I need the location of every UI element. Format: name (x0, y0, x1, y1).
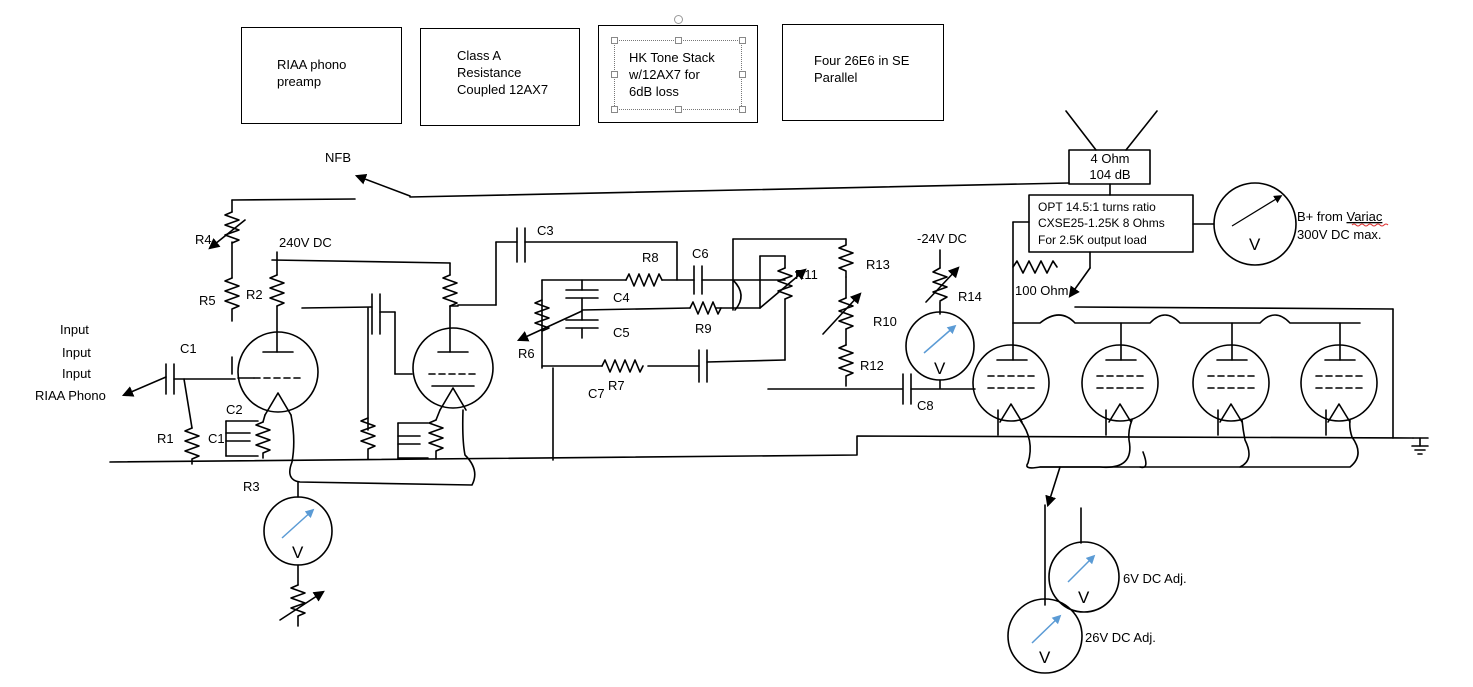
meter-v-label: V (1078, 588, 1090, 607)
nfb-wire (409, 182, 1070, 198)
resize-handle[interactable] (739, 106, 746, 113)
resistor-r1 (184, 427, 200, 465)
output-tube-4 (1300, 344, 1378, 423)
preamp-tube-2 (412, 327, 494, 411)
bplus-line1: B+ from Variac (1297, 209, 1383, 224)
label-neg24v: -24V DC (917, 231, 967, 246)
heater-voltmeter-26v: V (1007, 598, 1083, 674)
meter-v-label: V (1249, 235, 1261, 254)
class-a-block: Class A Resistance Coupled 12AX7 (420, 28, 580, 126)
label-input-3: Input (62, 366, 91, 381)
label-c7: C7 (588, 386, 605, 401)
preamp-tube-1 (237, 331, 319, 416)
label-r1: R1 (157, 431, 174, 446)
riaa-block-label: RIAA phono preamp (277, 57, 347, 89)
resistor-r5 (224, 277, 240, 322)
label-c6: C6 (692, 246, 709, 261)
bias-voltmeter: V (905, 311, 975, 381)
output-transformer: OPT 14.5:1 turns ratio CXSE25-1.25K 8 Oh… (1028, 194, 1194, 253)
resize-handle[interactable] (611, 106, 618, 113)
resistor-r13 (838, 238, 854, 278)
resistor-cathode-2 (428, 419, 444, 460)
resistor-r8 (625, 273, 663, 287)
output-tube-1 (972, 344, 1050, 423)
rotate-handle-icon[interactable] (674, 15, 683, 24)
nfb-arrow-icon (354, 173, 411, 197)
heater-voltmeter-6v: V (1048, 541, 1120, 613)
label-r2: R2 (246, 287, 263, 302)
resistor-cathode-1 (255, 421, 271, 459)
resistor-r2 (269, 274, 285, 307)
resistor-r10 (838, 297, 854, 330)
resistor-r7 (601, 359, 644, 373)
opt-line1: OPT 14.5:1 turns ratio (1038, 200, 1156, 214)
output-tube-3 (1192, 344, 1270, 423)
meter-v-label: V (292, 543, 304, 562)
label-26v-adj: 26V DC Adj. (1085, 630, 1156, 645)
resistor-r4 (224, 211, 240, 244)
label-240v: 240V DC (279, 235, 332, 250)
label-c1: C1 (180, 341, 197, 356)
output-tube-2 (1081, 344, 1159, 423)
opt-line2: CXSE25-1.25K 8 Ohms (1038, 216, 1165, 230)
label-100ohm: 100 Ohm (1015, 283, 1068, 298)
label-r11: R11 (795, 267, 818, 282)
class-a-block-label: Class A Resistance Coupled 12AX7 (457, 48, 549, 97)
resize-handle[interactable] (675, 37, 682, 44)
label-r7: R7 (608, 378, 625, 393)
resize-handle[interactable] (739, 71, 746, 78)
resistor-100ohm (1012, 260, 1058, 274)
speaker-icon: 4 Ohm 104 dB (1065, 110, 1158, 196)
tone-stack-label: HK Tone Stack w/12AX7 for 6dB loss (629, 50, 715, 99)
label-input-1: Input (60, 322, 89, 337)
resistor-grid-2 (360, 417, 376, 460)
output-block: Four 26E6 in SE Parallel (782, 24, 944, 121)
label-c2: C2 (226, 402, 243, 417)
resistor-r11 (777, 267, 793, 300)
label-r9: R9 (695, 321, 712, 336)
label-input-2: Input (62, 345, 91, 360)
resistor-r14 (932, 267, 948, 302)
label-c8: C8 (917, 398, 934, 413)
tone-stack-block: HK Tone Stack w/12AX7 for 6dB loss (598, 25, 758, 123)
label-r6: R6 (518, 346, 535, 361)
label-r3: R3 (243, 479, 260, 494)
resize-handle[interactable] (739, 37, 746, 44)
label-r12: R12 (860, 358, 884, 373)
output-block-label: Four 26E6 in SE Parallel (814, 53, 910, 85)
opt-line3: For 2.5K output load (1038, 233, 1147, 247)
resize-handle[interactable] (611, 71, 618, 78)
label-c5: C5 (613, 325, 630, 340)
ground-icon (1411, 437, 1429, 455)
ground-bus (109, 435, 1414, 463)
label-r4: R4 (195, 232, 212, 247)
preamp-heater-voltmeter: V (263, 496, 333, 566)
meter-v-label: V (1039, 648, 1051, 667)
resistor-r12 (838, 344, 854, 387)
nfb-label: NFB (325, 150, 351, 165)
speaker-sensitivity: 104 dB (1089, 167, 1130, 182)
label-r14: R14 (958, 289, 982, 304)
bplus-line2: 300V DC max. (1297, 227, 1382, 242)
resize-handle[interactable] (675, 106, 682, 113)
label-r5: R5 (199, 293, 216, 308)
label-r13: R13 (866, 257, 890, 272)
resize-handle[interactable] (611, 37, 618, 44)
riaa-block: RIAA phono preamp (241, 27, 402, 124)
resistor-plate-2 (442, 274, 458, 307)
meter-v-label: V (934, 359, 946, 378)
speaker-impedance: 4 Ohm (1090, 151, 1129, 166)
label-c1-cathode: C1 (208, 431, 225, 446)
bplus-voltmeter: V (1213, 182, 1297, 266)
resistor-r9 (689, 301, 722, 315)
label-riaa-phono: RIAA Phono (35, 388, 106, 403)
label-r8: R8 (642, 250, 659, 265)
label-6v-adj: 6V DC Adj. (1123, 571, 1187, 586)
label-c4: C4 (613, 290, 630, 305)
label-r10: R10 (873, 314, 897, 329)
label-c3: C3 (537, 223, 554, 238)
